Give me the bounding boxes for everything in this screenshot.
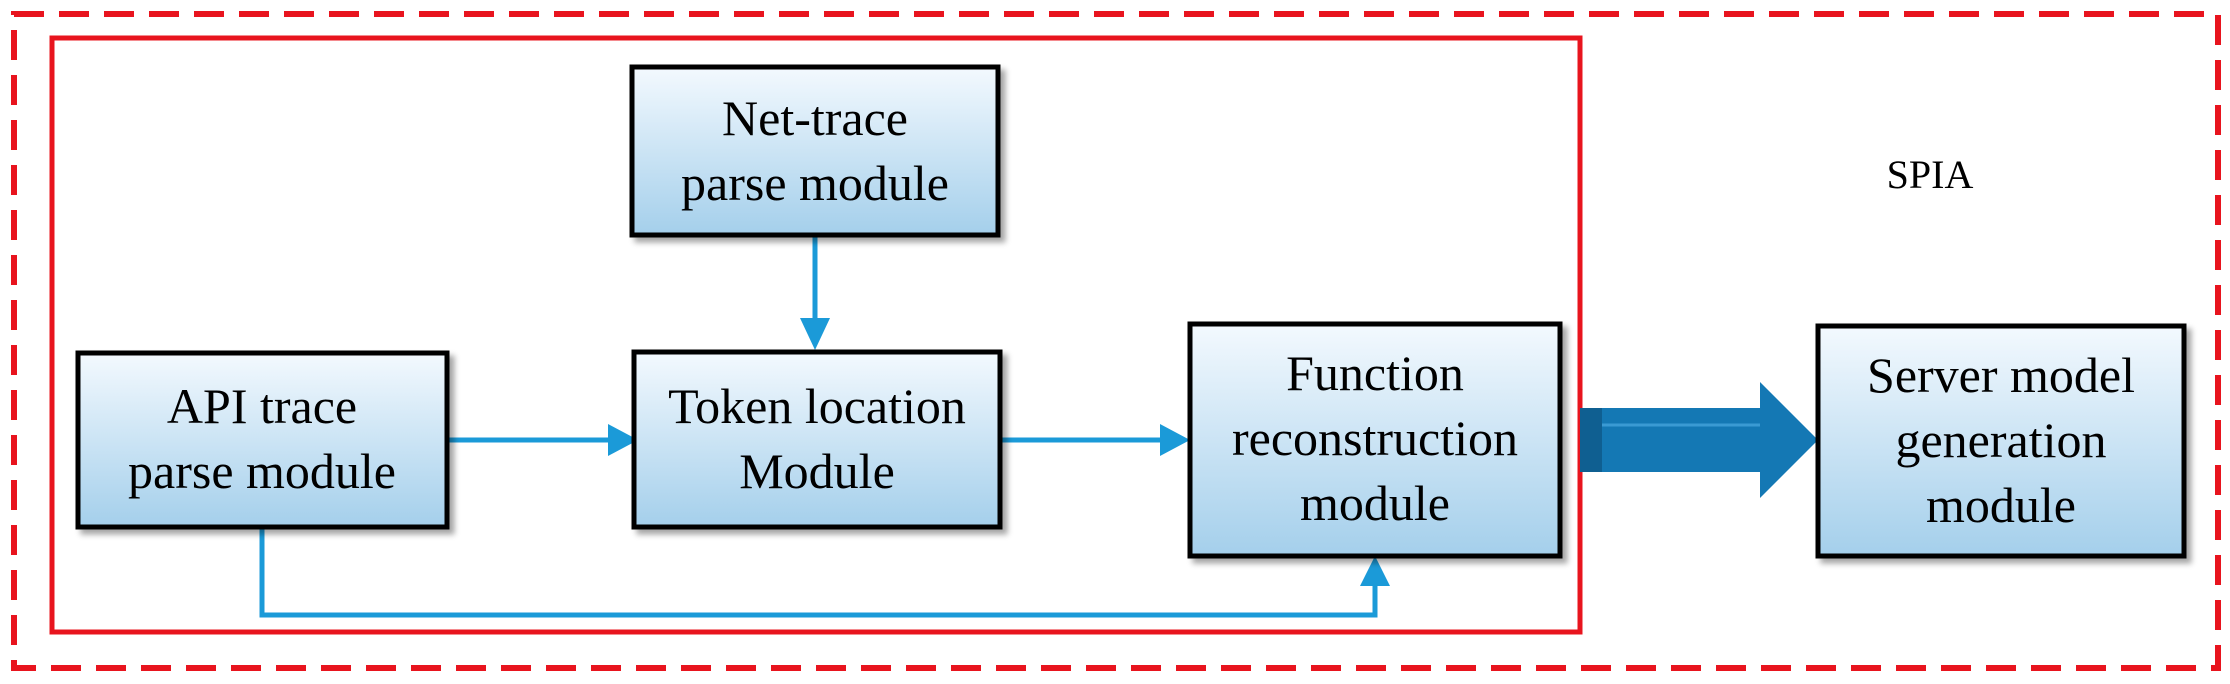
connectors: [259, 235, 1390, 618]
thick-arrow-shading: [1580, 408, 1602, 472]
arrowhead-api-to-function: [1360, 556, 1390, 586]
net-trace-label-line2: parse module: [681, 155, 949, 211]
arrowhead-api-to-token: [608, 424, 638, 456]
server-model-label-line2: generation: [1895, 412, 2106, 468]
arrowhead-token-to-function: [1160, 424, 1190, 456]
spia-label: SPIA: [1887, 152, 1974, 197]
function-reconstruction-box: [1187, 321, 1563, 559]
net-trace-label-line1: Net-trace: [722, 90, 908, 146]
function-reconstruction-label-line3: module: [1300, 475, 1450, 531]
token-location-label-line1: Token location: [668, 378, 966, 434]
function-reconstruction-label-line1: Function: [1286, 345, 1464, 401]
node-token-location-module: Token location Module: [631, 349, 1003, 530]
token-location-box: [631, 349, 1003, 530]
arrowhead-net-to-token: [800, 318, 830, 350]
thick-arrow-body: [1580, 382, 1818, 498]
server-model-label-line1: Server model: [1867, 347, 2135, 403]
api-trace-label-line1: API trace: [167, 378, 357, 434]
thick-arrow-to-server-model: [1580, 382, 1818, 498]
server-model-box: [1815, 323, 2187, 559]
node-function-reconstruction-module: Function reconstruction module: [1187, 321, 1563, 559]
connector-api-to-function: [259, 527, 1378, 618]
api-trace-box: [75, 350, 450, 530]
node-server-model-generation-module: Server model generation module: [1815, 323, 2187, 559]
function-reconstruction-label-line2: reconstruction: [1232, 410, 1518, 466]
inner-solid-frame: [49, 35, 1583, 635]
api-trace-label-line2: parse module: [128, 443, 396, 499]
node-net-trace-parse-module: Net-trace parse module: [629, 64, 1001, 238]
net-trace-box: [629, 64, 1001, 238]
node-api-trace-parse-module: API trace parse module: [75, 350, 450, 530]
server-model-label-line3: module: [1926, 477, 2076, 533]
token-location-label-line2: Module: [739, 443, 895, 499]
spia-outer-frame: [11, 11, 2221, 671]
